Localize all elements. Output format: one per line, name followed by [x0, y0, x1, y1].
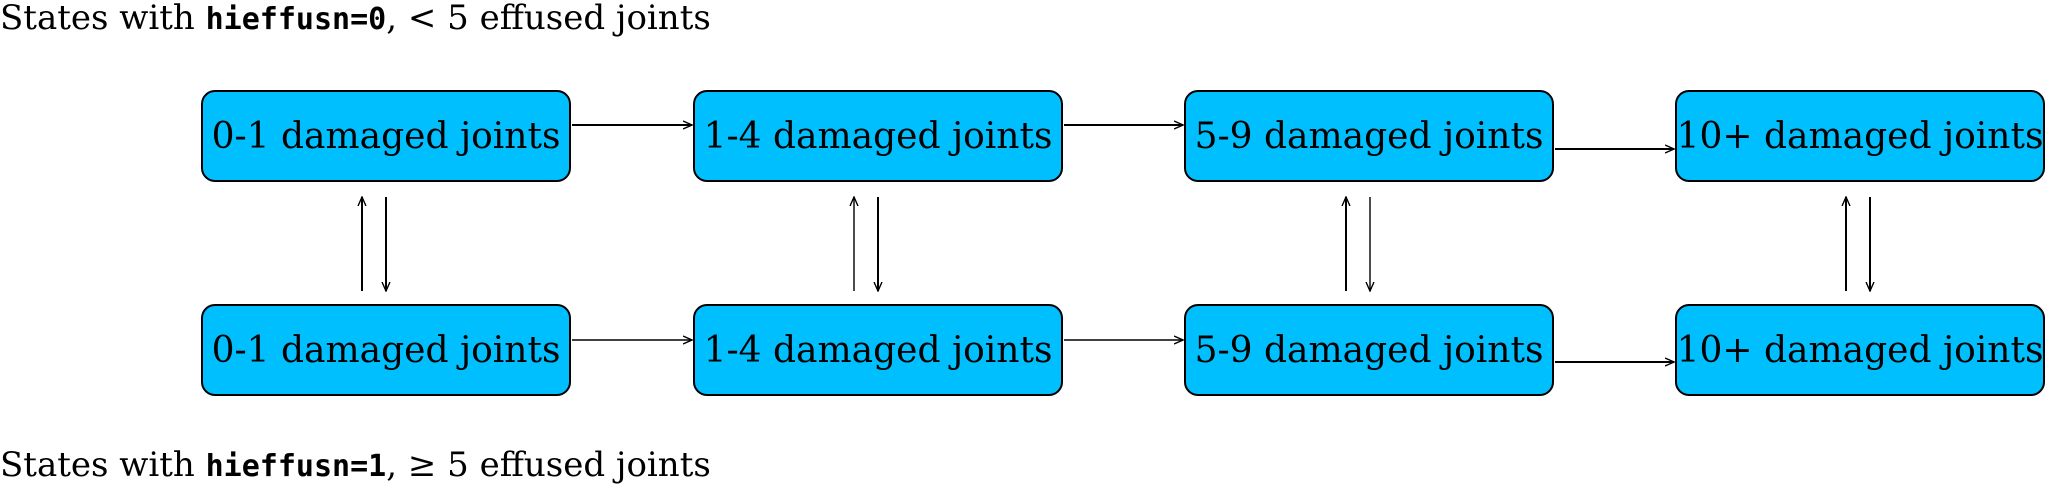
state-label: 1-4 damaged joints — [703, 115, 1053, 157]
caption-code: hieffusn=1 — [205, 449, 387, 484]
top-row-caption: States with hieffusn=0, < 5 effused join… — [0, 0, 711, 40]
state-bottom-1-4-damaged: 1-4 damaged joints — [693, 304, 1063, 396]
state-label: 10+ damaged joints — [1676, 115, 2044, 157]
state-top-10-plus-damaged: 10+ damaged joints — [1675, 90, 2045, 182]
state-label: 0-1 damaged joints — [211, 115, 561, 157]
caption-suffix: , < 5 effused joints — [386, 0, 711, 38]
caption-code: hieffusn=0 — [205, 2, 387, 37]
state-bottom-5-9-damaged: 5-9 damaged joints — [1184, 304, 1554, 396]
state-label: 1-4 damaged joints — [703, 329, 1053, 371]
state-label: 5-9 damaged joints — [1194, 329, 1544, 371]
state-bottom-10-plus-damaged: 10+ damaged joints — [1675, 304, 2045, 396]
caption-prefix: States with — [0, 445, 206, 485]
state-label: 0-1 damaged joints — [211, 329, 561, 371]
state-label: 5-9 damaged joints — [1194, 115, 1544, 157]
bottom-row-caption: States with hieffusn=1, ≥ 5 effused join… — [0, 445, 711, 487]
state-label: 10+ damaged joints — [1676, 329, 2044, 371]
caption-suffix: , ≥ 5 effused joints — [386, 445, 711, 485]
state-top-0-1-damaged: 0-1 damaged joints — [201, 90, 571, 182]
caption-prefix: States with — [0, 0, 206, 38]
state-top-5-9-damaged: 5-9 damaged joints — [1184, 90, 1554, 182]
state-bottom-0-1-damaged: 0-1 damaged joints — [201, 304, 571, 396]
state-top-1-4-damaged: 1-4 damaged joints — [693, 90, 1063, 182]
